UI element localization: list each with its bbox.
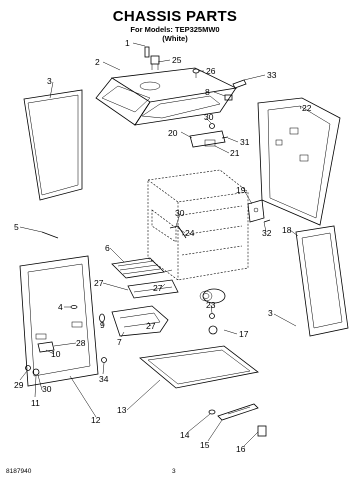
control-bracket-17 [199, 288, 226, 304]
callout: 13 [117, 405, 127, 415]
callout: 6 [105, 243, 110, 253]
callout: 26 [206, 66, 216, 76]
callout: 5 [14, 222, 19, 232]
color-line: (White) [162, 34, 188, 43]
callout: 33 [267, 70, 277, 80]
callout: 16 [236, 444, 246, 454]
door-glass [295, 225, 349, 337]
burner-part-25 [150, 55, 160, 70]
callout: 20 [168, 128, 178, 138]
callout: 7 [117, 337, 122, 347]
callout: 3 [268, 308, 273, 318]
drawer-roller-16 [257, 425, 267, 437]
cooktop-panel [95, 67, 238, 126]
fastener-26 [192, 68, 200, 78]
drawer-rail-15 [217, 403, 259, 421]
broil-element [111, 305, 169, 337]
screw-4 [70, 305, 78, 309]
drawer-pan [139, 345, 259, 389]
insulation-5 [41, 231, 59, 239]
document-number: 8187940 [6, 468, 32, 475]
callout: 18 [282, 225, 292, 235]
callout: 14 [180, 430, 190, 440]
callout: 29 [14, 380, 24, 390]
page-number: 3 [172, 468, 176, 475]
clip-11 [32, 368, 40, 376]
screw-29 [25, 365, 31, 371]
callout: 21 [230, 148, 240, 158]
callout: 27 [153, 283, 163, 293]
screw-34 [101, 357, 107, 363]
callout: 9 [100, 320, 105, 330]
callout: 30 [42, 384, 52, 394]
callout: 30 [175, 208, 185, 218]
side-panel-right [257, 97, 341, 226]
fitting-8 [224, 94, 233, 101]
callout: 27 [94, 278, 104, 288]
callout: 28 [76, 338, 86, 348]
page-title: CHASSIS PARTS [112, 8, 238, 25]
callout: 8 [205, 87, 210, 97]
callout: 34 [99, 374, 109, 384]
hinge-19 [247, 199, 265, 223]
callout: 23 [206, 300, 216, 310]
latch-10 [37, 341, 55, 353]
callout: 27 [146, 321, 156, 331]
callout: 17 [239, 329, 249, 339]
bake-element [111, 257, 173, 279]
fitting-33 [232, 79, 247, 89]
callout: 12 [91, 415, 101, 425]
oven-door-frame [19, 255, 99, 387]
callout: 1 [125, 38, 130, 48]
bracket-assembly-20 [189, 130, 226, 148]
drawer-clip-14 [208, 409, 216, 415]
fastener-31 [221, 136, 229, 139]
leader-lines [19, 42, 302, 447]
fastener-23 [209, 313, 215, 319]
callout: 25 [172, 55, 182, 65]
burner-part-1 [144, 46, 150, 58]
sensor-24 [169, 225, 187, 239]
fastener-30-upper [209, 123, 215, 129]
screw-32 [263, 219, 271, 223]
callout: 30 [204, 112, 214, 122]
callout: 31 [240, 137, 250, 147]
callout: 3 [47, 76, 52, 86]
callout: 32 [262, 228, 272, 238]
callout: 4 [58, 302, 63, 312]
callout-labels: 1 2 25 26 33 3 8 22 30 20 31 21 19 30 5 … [14, 38, 312, 454]
oven-cavity [147, 169, 249, 281]
callout: 24 [185, 228, 195, 238]
callout: 10 [51, 349, 61, 359]
callout: 2 [95, 57, 100, 67]
side-panel-left [23, 89, 83, 201]
element-bracket-27 [127, 279, 179, 299]
models-line: For Models: TEP325MW0 [130, 25, 220, 34]
callout: 15 [200, 440, 210, 450]
callout: 19 [236, 185, 246, 195]
plug-17 [208, 325, 218, 335]
callout: 11 [31, 398, 40, 408]
callout: 22 [302, 103, 312, 113]
